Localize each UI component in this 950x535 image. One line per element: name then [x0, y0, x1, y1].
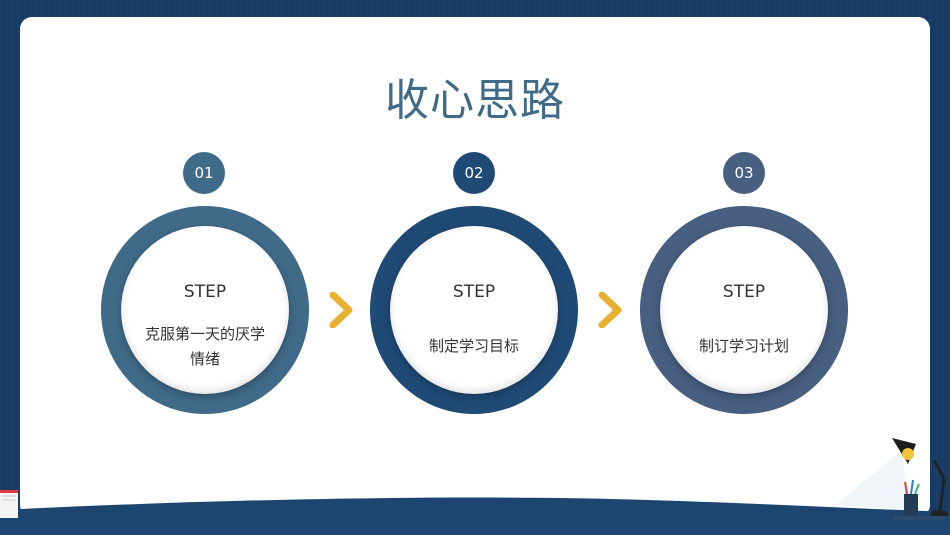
step-label: STEP: [183, 282, 227, 302]
step-ring: STEP 制订学习计划: [640, 206, 848, 414]
step-description: 克服第一天的厌学情绪: [144, 325, 265, 368]
step-number-badge: 01: [183, 152, 225, 194]
step-label: STEP: [722, 282, 766, 302]
desk-lamp-illustration: [836, 438, 948, 520]
step-ring: STEP 制定学习目标: [370, 206, 578, 414]
bottom-wave: [0, 497, 950, 535]
step-number-badge: 02: [453, 152, 495, 194]
step-ring: STEP 克服第一天的厌学情绪: [101, 206, 309, 414]
step-description: 制订学习计划: [698, 337, 789, 355]
page-title: 收心思路: [385, 75, 565, 126]
step-circle: STEP 克服第一天的厌学情绪: [121, 226, 289, 394]
chevron-right-icon: [598, 292, 622, 328]
book-decoration: [0, 490, 18, 518]
step-label: STEP: [452, 282, 496, 302]
step-circle: STEP 制定学习目标: [390, 226, 558, 394]
step-description: 制定学习目标: [428, 337, 519, 355]
chevron-right-icon: [329, 292, 353, 328]
step-circle: STEP 制订学习计划: [660, 226, 828, 394]
step-number-badge: 03: [723, 152, 765, 194]
